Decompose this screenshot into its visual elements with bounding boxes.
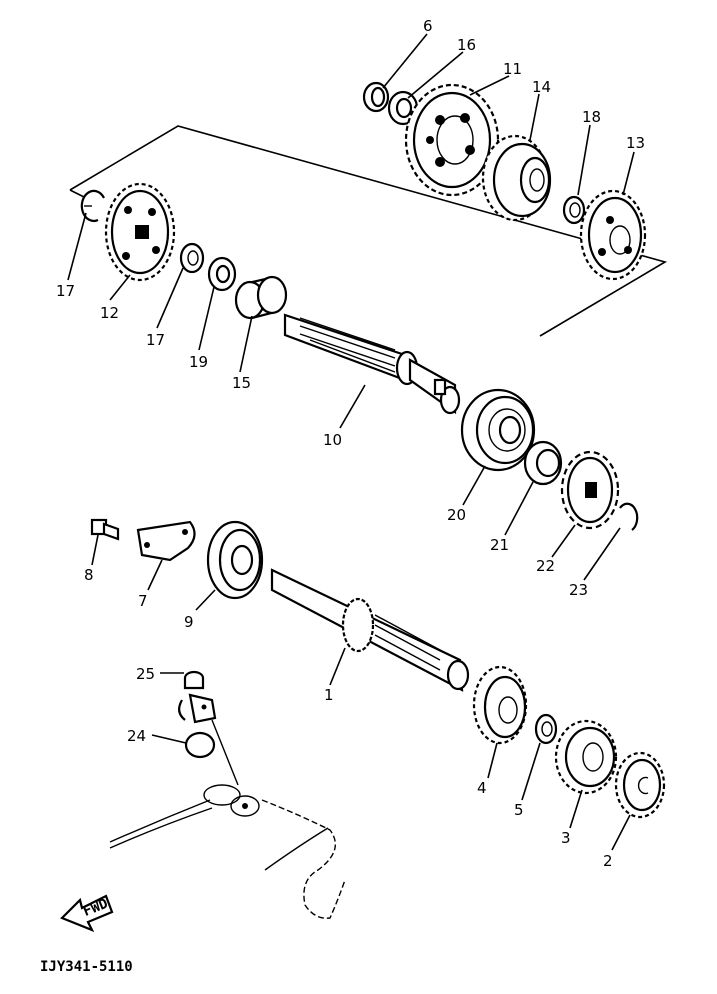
label-12: 12 bbox=[100, 304, 119, 322]
label-21: 21 bbox=[490, 536, 509, 554]
label-17-left: 17 bbox=[56, 282, 75, 300]
part-3-gear bbox=[554, 719, 618, 795]
part-2-gear bbox=[614, 751, 666, 819]
label-2: 2 bbox=[603, 852, 613, 870]
label-16: 16 bbox=[457, 36, 476, 54]
label-10: 10 bbox=[323, 431, 342, 449]
part-16-washer bbox=[387, 90, 419, 126]
part-9-bearing bbox=[206, 520, 264, 600]
part-14-gear bbox=[481, 134, 552, 222]
label-23: 23 bbox=[569, 581, 588, 599]
label-4: 4 bbox=[477, 779, 487, 797]
label-14: 14 bbox=[532, 78, 551, 96]
part-18-circlip bbox=[562, 195, 586, 225]
part-21-oil-seal bbox=[523, 440, 563, 486]
label-22: 22 bbox=[536, 557, 555, 575]
part-17-circlip-b bbox=[179, 242, 205, 274]
label-6: 6 bbox=[423, 17, 433, 35]
label-3: 3 bbox=[561, 829, 571, 847]
part-12-gear bbox=[104, 182, 176, 282]
part-15-bushing bbox=[234, 275, 288, 320]
part-24-cap bbox=[184, 731, 216, 759]
part-23-circlip bbox=[619, 502, 639, 531]
label-15: 15 bbox=[232, 374, 251, 392]
part-20-bearing bbox=[460, 388, 536, 472]
label-8: 8 bbox=[84, 566, 94, 584]
part-8-bolt bbox=[90, 518, 120, 541]
label-13: 13 bbox=[626, 134, 645, 152]
diagram-code: IJY341-5110 bbox=[40, 959, 133, 975]
part-10-shaft bbox=[283, 313, 461, 415]
part-7-plate bbox=[136, 520, 196, 562]
label-19: 19 bbox=[189, 353, 208, 371]
part-6-circlip bbox=[362, 81, 390, 113]
part-25-plug bbox=[178, 670, 217, 724]
label-24: 24 bbox=[127, 727, 146, 745]
part-1-shaft bbox=[270, 568, 470, 692]
label-20: 20 bbox=[447, 506, 466, 524]
fwd-arrow-icon: FWD bbox=[60, 894, 114, 933]
label-18: 18 bbox=[582, 108, 601, 126]
part-labels: 6 16 11 14 18 13 17 12 17 19 15 10 20 21… bbox=[56, 17, 645, 870]
part-5-circlip bbox=[534, 713, 558, 745]
subassembly-outline bbox=[69, 125, 668, 337]
leader-lines bbox=[67, 33, 635, 851]
label-9: 9 bbox=[184, 613, 194, 631]
label-7: 7 bbox=[138, 592, 148, 610]
part-19-washer bbox=[207, 256, 237, 292]
part-13-gear bbox=[579, 189, 647, 281]
label-11: 11 bbox=[503, 60, 522, 78]
label-5: 5 bbox=[514, 801, 524, 819]
part-17-circlip-a bbox=[80, 189, 105, 222]
label-17-right: 17 bbox=[146, 331, 165, 349]
part-11-gear bbox=[404, 83, 500, 197]
crankcase-outline bbox=[109, 719, 346, 919]
label-1: 1 bbox=[324, 686, 334, 704]
label-25: 25 bbox=[136, 665, 155, 683]
part-22-sprocket bbox=[560, 450, 620, 530]
part-4-gear bbox=[472, 665, 528, 745]
